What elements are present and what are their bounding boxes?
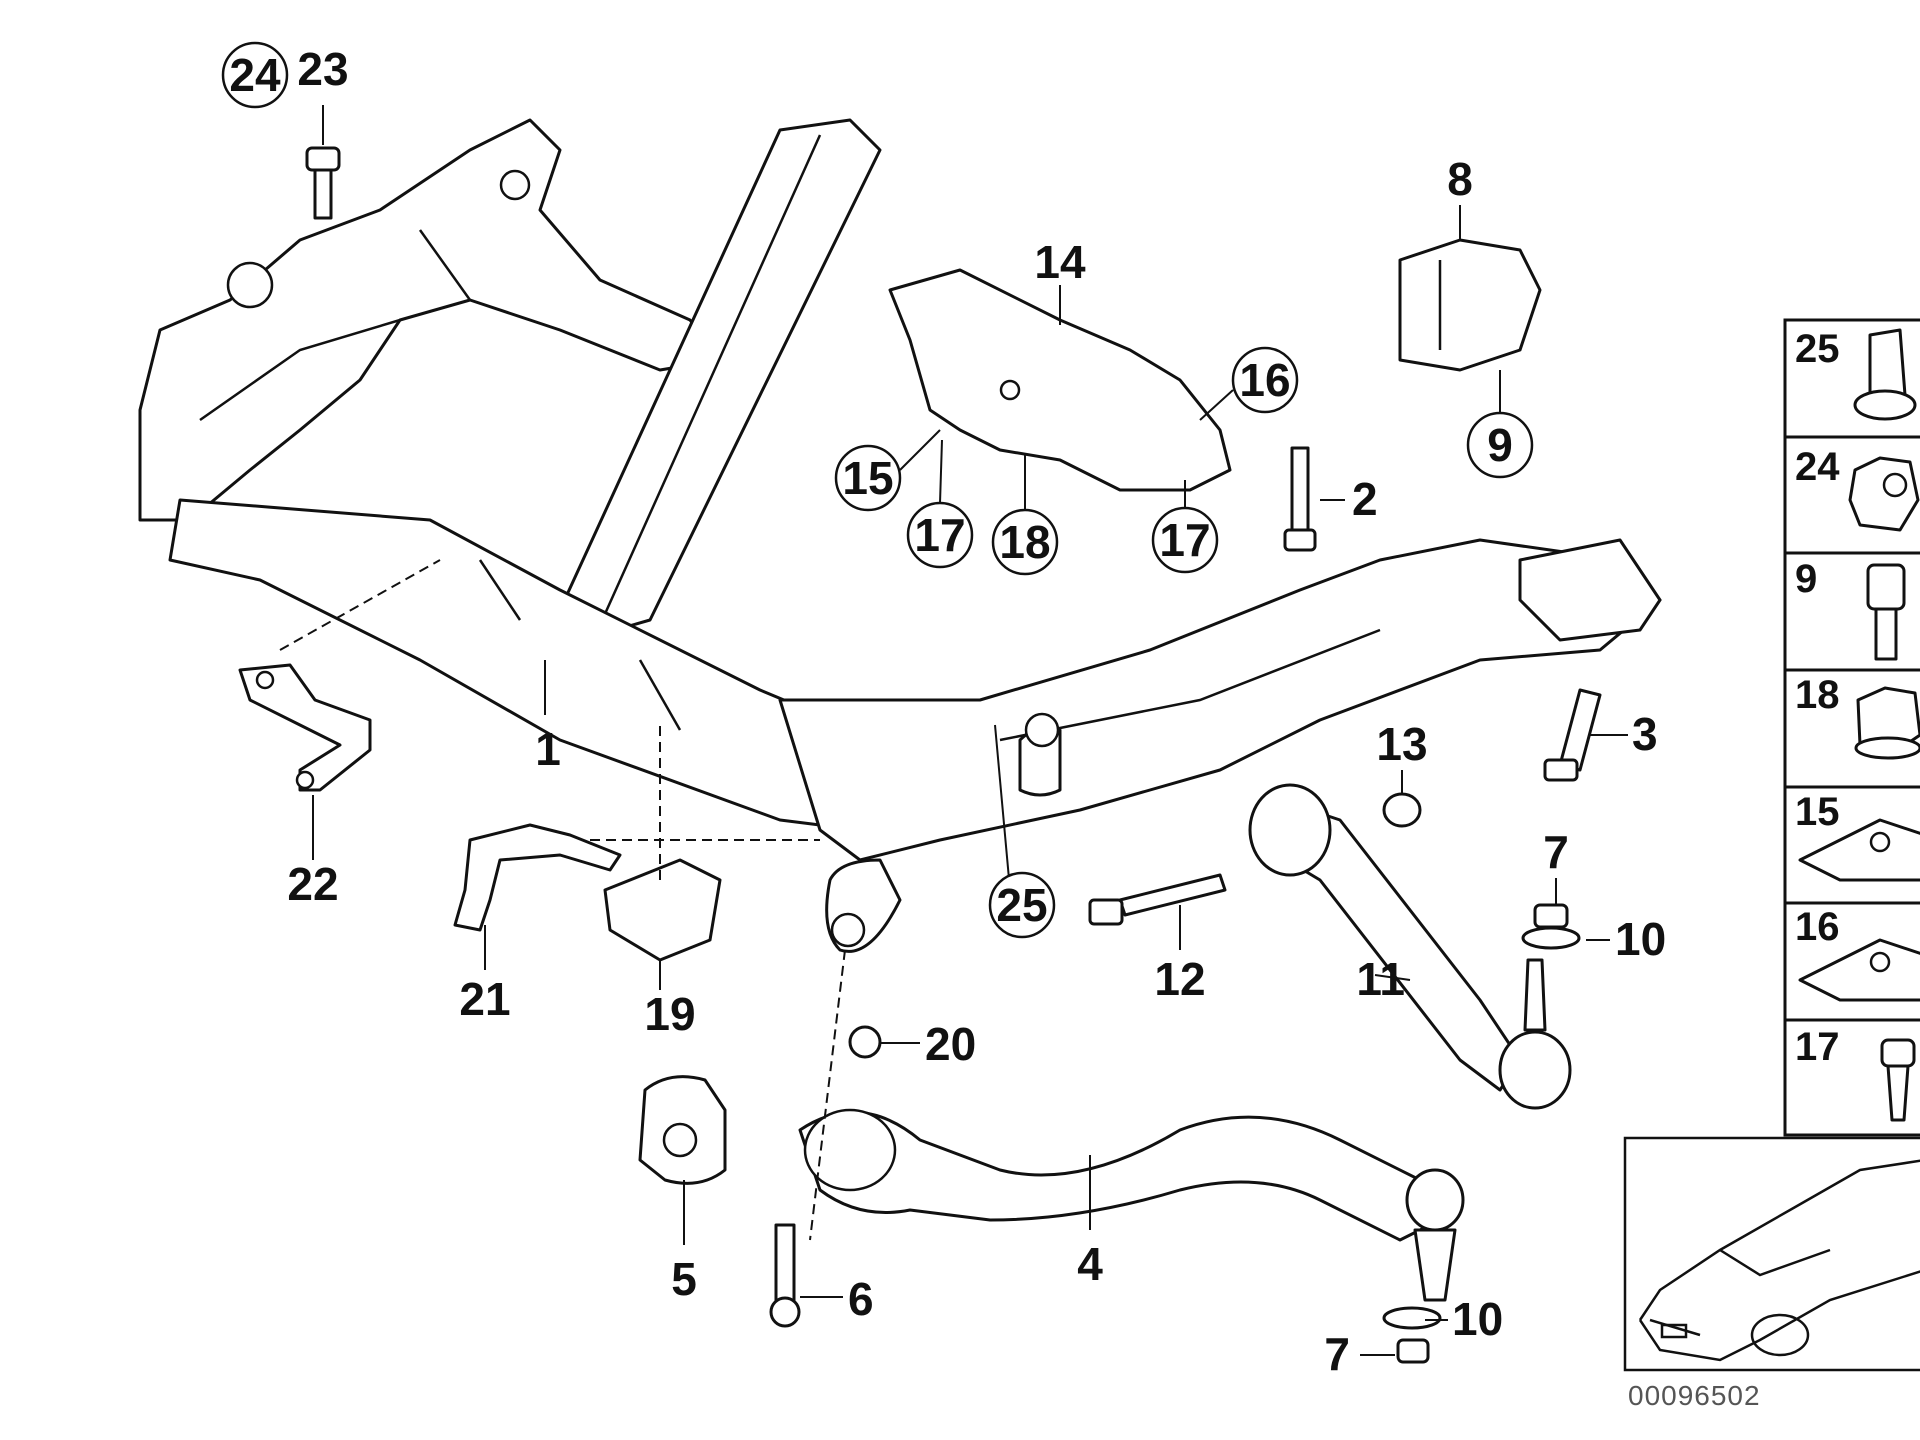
callout-7-upper: 7 bbox=[1543, 826, 1569, 878]
rubber-mount-5 bbox=[638, 1075, 727, 1185]
vehicle-thumbnail bbox=[1623, 1136, 1920, 1372]
heat-shield-19 bbox=[603, 858, 722, 962]
callout-12: 12 bbox=[1154, 953, 1205, 1005]
bolt-3 bbox=[1543, 688, 1602, 782]
callout-21: 21 bbox=[459, 973, 510, 1025]
callout-6: 6 bbox=[848, 1273, 874, 1325]
callout-19: 19 bbox=[644, 988, 695, 1040]
leader-lines bbox=[279, 105, 1628, 1356]
bracket-22 bbox=[238, 663, 372, 792]
nut-7-upper bbox=[1533, 903, 1569, 929]
callout-20: 20 bbox=[925, 1018, 976, 1070]
circled-callout-16: 16 bbox=[1239, 354, 1290, 406]
diagram-code: 00096502 bbox=[1628, 1380, 1761, 1411]
callout-10-upper: 10 bbox=[1615, 913, 1666, 965]
nut-13 bbox=[1382, 792, 1422, 828]
hardware-legend: 25 24 9 18 15 16 17 bbox=[1783, 318, 1920, 1137]
callout-5: 5 bbox=[671, 1253, 697, 1305]
callout-11: 11 bbox=[1356, 953, 1405, 1005]
circled-callout-24: 24 bbox=[229, 49, 281, 101]
bolt-12 bbox=[1088, 873, 1227, 926]
legend-item-25: 25 bbox=[1795, 327, 1840, 371]
callout-14: 14 bbox=[1034, 236, 1086, 288]
legend-item-18: 18 bbox=[1795, 673, 1840, 717]
circled-callout-17-right: 17 bbox=[1159, 514, 1210, 566]
circled-callout-9: 9 bbox=[1487, 419, 1513, 471]
callout-1: 1 bbox=[535, 723, 561, 775]
legend-item-24: 24 bbox=[1795, 445, 1840, 489]
legend-item-17: 17 bbox=[1795, 1025, 1840, 1069]
bracket-8 bbox=[1398, 238, 1542, 372]
bolt-6 bbox=[769, 1223, 801, 1328]
circled-callouts: 24 9 15 16 17 17 18 25 bbox=[221, 41, 1534, 939]
protection-plate-14 bbox=[888, 268, 1232, 492]
nut-20 bbox=[848, 1025, 882, 1059]
bolt-23 bbox=[305, 146, 341, 220]
tension-strut-11 bbox=[1248, 783, 1572, 1110]
callout-22: 22 bbox=[287, 858, 338, 910]
callout-23: 23 bbox=[297, 43, 348, 95]
legend-item-9: 9 bbox=[1795, 557, 1817, 601]
nut-7-lower bbox=[1396, 1338, 1430, 1364]
circled-callout-17-left: 17 bbox=[914, 509, 965, 561]
callout-3: 3 bbox=[1632, 708, 1658, 760]
bolt-2 bbox=[1283, 446, 1317, 552]
legend-item-16: 16 bbox=[1795, 905, 1840, 949]
callout-10-lower: 10 bbox=[1452, 1293, 1503, 1345]
bracket-21 bbox=[453, 823, 622, 932]
callout-8: 8 bbox=[1447, 153, 1473, 205]
callout-13: 13 bbox=[1376, 718, 1427, 770]
washer-10-upper bbox=[1521, 926, 1581, 950]
callout-7-lower: 7 bbox=[1324, 1328, 1350, 1380]
circled-callout-18: 18 bbox=[999, 516, 1050, 568]
front-axle-subframe bbox=[138, 118, 1662, 953]
callouts: 1 2 3 4 5 6 7 7 8 10 10 11 12 13 14 19 2… bbox=[287, 43, 1666, 1380]
washer-10-lower bbox=[1382, 1306, 1442, 1330]
circled-callout-15: 15 bbox=[842, 452, 893, 504]
wishbone-4 bbox=[798, 1108, 1465, 1302]
legend-item-15: 15 bbox=[1795, 790, 1840, 834]
callout-4: 4 bbox=[1077, 1238, 1103, 1290]
callout-2: 2 bbox=[1352, 473, 1378, 525]
circled-callout-25: 25 bbox=[996, 879, 1047, 931]
